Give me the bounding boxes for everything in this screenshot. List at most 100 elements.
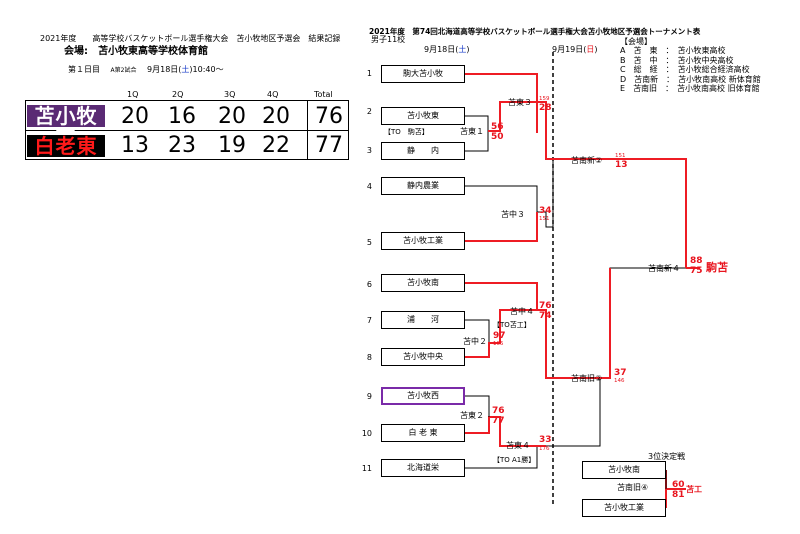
third-place-winner: 苫工 — [686, 485, 702, 494]
game-score-top: 88 — [690, 256, 703, 266]
game-score-bottom: 28 — [539, 103, 552, 113]
team-box: 苫小牧工業 — [582, 499, 666, 517]
venue-b: B 苫 中 ： 苫小牧中央高校 — [620, 55, 734, 65]
team-box: 浦 河 — [381, 311, 465, 329]
game-score-top: 76 — [539, 301, 552, 311]
game-label: 苫東３ — [508, 98, 532, 107]
day1-label: 9月18日(土) — [424, 45, 470, 54]
game-score-top: 34 — [539, 206, 552, 216]
venue-c: C 総 経 ： 苫小牧総合経済高校 — [620, 65, 750, 74]
team-box: 苫小牧工業 — [381, 232, 465, 250]
seed-4: 4 — [366, 182, 372, 191]
game-score-bottom: 81 — [672, 490, 685, 500]
game-score-bottom: 75 — [690, 266, 703, 276]
game-note: 【TO 駒苫】 — [384, 128, 429, 136]
seed-5: 5 — [366, 238, 372, 247]
record-title: 2021年度 高等学校バスケットボール選手権大会 苫小牧地区予選会 結果記録 — [40, 34, 341, 43]
match-info: 第１日目 A第2試合 9月18日(土)10:40～ — [68, 64, 224, 75]
bracket-subtitle: 男子11校 — [371, 35, 406, 44]
game-score-bottom: 105 — [493, 341, 504, 347]
game-score-top: 33 — [539, 435, 552, 445]
team-box: 北海道栄 — [381, 459, 465, 477]
game-note: 【TO A1勝】 — [493, 456, 536, 464]
header-q1: 1Q — [127, 90, 139, 99]
game-label: 苫東４ — [506, 441, 530, 450]
game-label: 苫南新４ — [648, 264, 680, 273]
seed-8: 8 — [366, 353, 372, 362]
team-box: 苫小牧南 — [381, 274, 465, 292]
game-score-top: 56 — [491, 122, 504, 132]
score-q1-away: 13 — [121, 133, 149, 158]
team-box-selected: 苫小牧西 — [381, 387, 465, 405]
third-place-label: 3位決定戦 — [648, 452, 686, 461]
venue-d: D 苫南新 ： 苫小牧南高校 新体育館 — [620, 74, 761, 84]
header-q4: 4Q — [267, 90, 279, 99]
seed-6: 6 — [366, 280, 372, 289]
score-q1-home: 20 — [121, 104, 149, 129]
seed-9: 9 — [366, 392, 372, 401]
game-label: 苫中４ — [510, 307, 534, 316]
day-label: 第１日目 — [68, 65, 100, 74]
game-label: 苫南旧④ — [617, 483, 649, 492]
venue-list: A 苫 東 ： 苫小牧東高校 B 苫 中 ： 苫小牧中央高校 C 総 経 ： 苫… — [620, 46, 761, 94]
game-score-bottom: 77 — [492, 416, 505, 426]
score-q3-home: 20 — [218, 104, 246, 129]
venue-header: 【会場】 — [620, 37, 652, 46]
game-label: 苫中２ — [463, 337, 487, 346]
game-score-top: 97 — [493, 331, 506, 341]
team-box: 苫小牧中央 — [381, 348, 465, 366]
game-score-bottom: 74 — [539, 311, 552, 321]
score-q4-away: 22 — [262, 133, 290, 158]
venue-label: 会場: 苫小牧東高等学校体育館 — [64, 46, 208, 57]
team-box: 静内農業 — [381, 177, 465, 195]
game-score-top: 37 — [614, 368, 627, 378]
game-score-bottom: 13 — [615, 160, 628, 170]
game-score-top: 159 — [539, 96, 550, 102]
game-score-top: 151 — [615, 153, 626, 159]
team-box: 白 老 東 — [381, 424, 465, 442]
venue-e: E 苫南旧 ： 苫小牧南高校 旧体育館 — [620, 84, 760, 93]
team-box: 駒大苫小牧 — [381, 65, 465, 83]
game-note: 【TO苫工】 — [493, 321, 531, 329]
score-total-away: 77 — [315, 133, 343, 158]
row-divider — [26, 130, 348, 131]
header-total: Total — [314, 90, 333, 99]
bracket-title: 2021年度 第74回北海道高等学校バスケットボール選手権大会苫小牧地区予選会ト… — [369, 27, 701, 36]
match-label: A第2試合 — [110, 67, 137, 74]
score-q2-away: 23 — [168, 133, 196, 158]
score-q4-home: 20 — [262, 104, 290, 129]
seed-11: 11 — [361, 464, 372, 473]
game-score-top: 76 — [492, 406, 505, 416]
score-q2-home: 16 — [168, 104, 196, 129]
total-divider — [307, 101, 308, 159]
venue-a: A 苫 東 ： 苫小牧東高校 — [620, 46, 726, 55]
champion-label: 駒苫 — [706, 261, 728, 274]
game-label: 苫南旧② — [571, 374, 603, 383]
seed-10: 10 — [361, 429, 372, 438]
team-box: 静 内 — [381, 142, 465, 160]
seed-7: 7 — [366, 316, 372, 325]
game-score-bottom: 50 — [491, 132, 504, 142]
game-label: 苫南新② — [571, 156, 603, 165]
seed-3: 3 — [366, 146, 372, 155]
game-score-bottom: 176 — [539, 446, 550, 452]
game-score-bottom: 151 — [539, 216, 550, 222]
team-box: 苫小牧南 — [582, 461, 666, 479]
score-q3-away: 19 — [218, 133, 246, 158]
score-table — [25, 100, 349, 160]
day2-label: 9月19日(日) — [552, 45, 598, 54]
header-q2: 2Q — [172, 90, 184, 99]
game-label: 苫東１ — [460, 127, 484, 136]
game-score-top: 60 — [672, 480, 685, 490]
game-score-bottom: 146 — [614, 378, 625, 384]
team-name-home: 苫小牧西 — [27, 105, 105, 149]
seed-1: 1 — [366, 69, 372, 78]
seed-2: 2 — [366, 107, 372, 116]
match-date: 9月18日(土)10:40～ — [147, 65, 224, 74]
team-name-away: 白老東 — [27, 135, 105, 157]
score-total-home: 76 — [315, 104, 343, 129]
header-q3: 3Q — [224, 90, 236, 99]
game-label: 苫東２ — [460, 411, 484, 420]
game-label: 苫中３ — [501, 210, 525, 219]
